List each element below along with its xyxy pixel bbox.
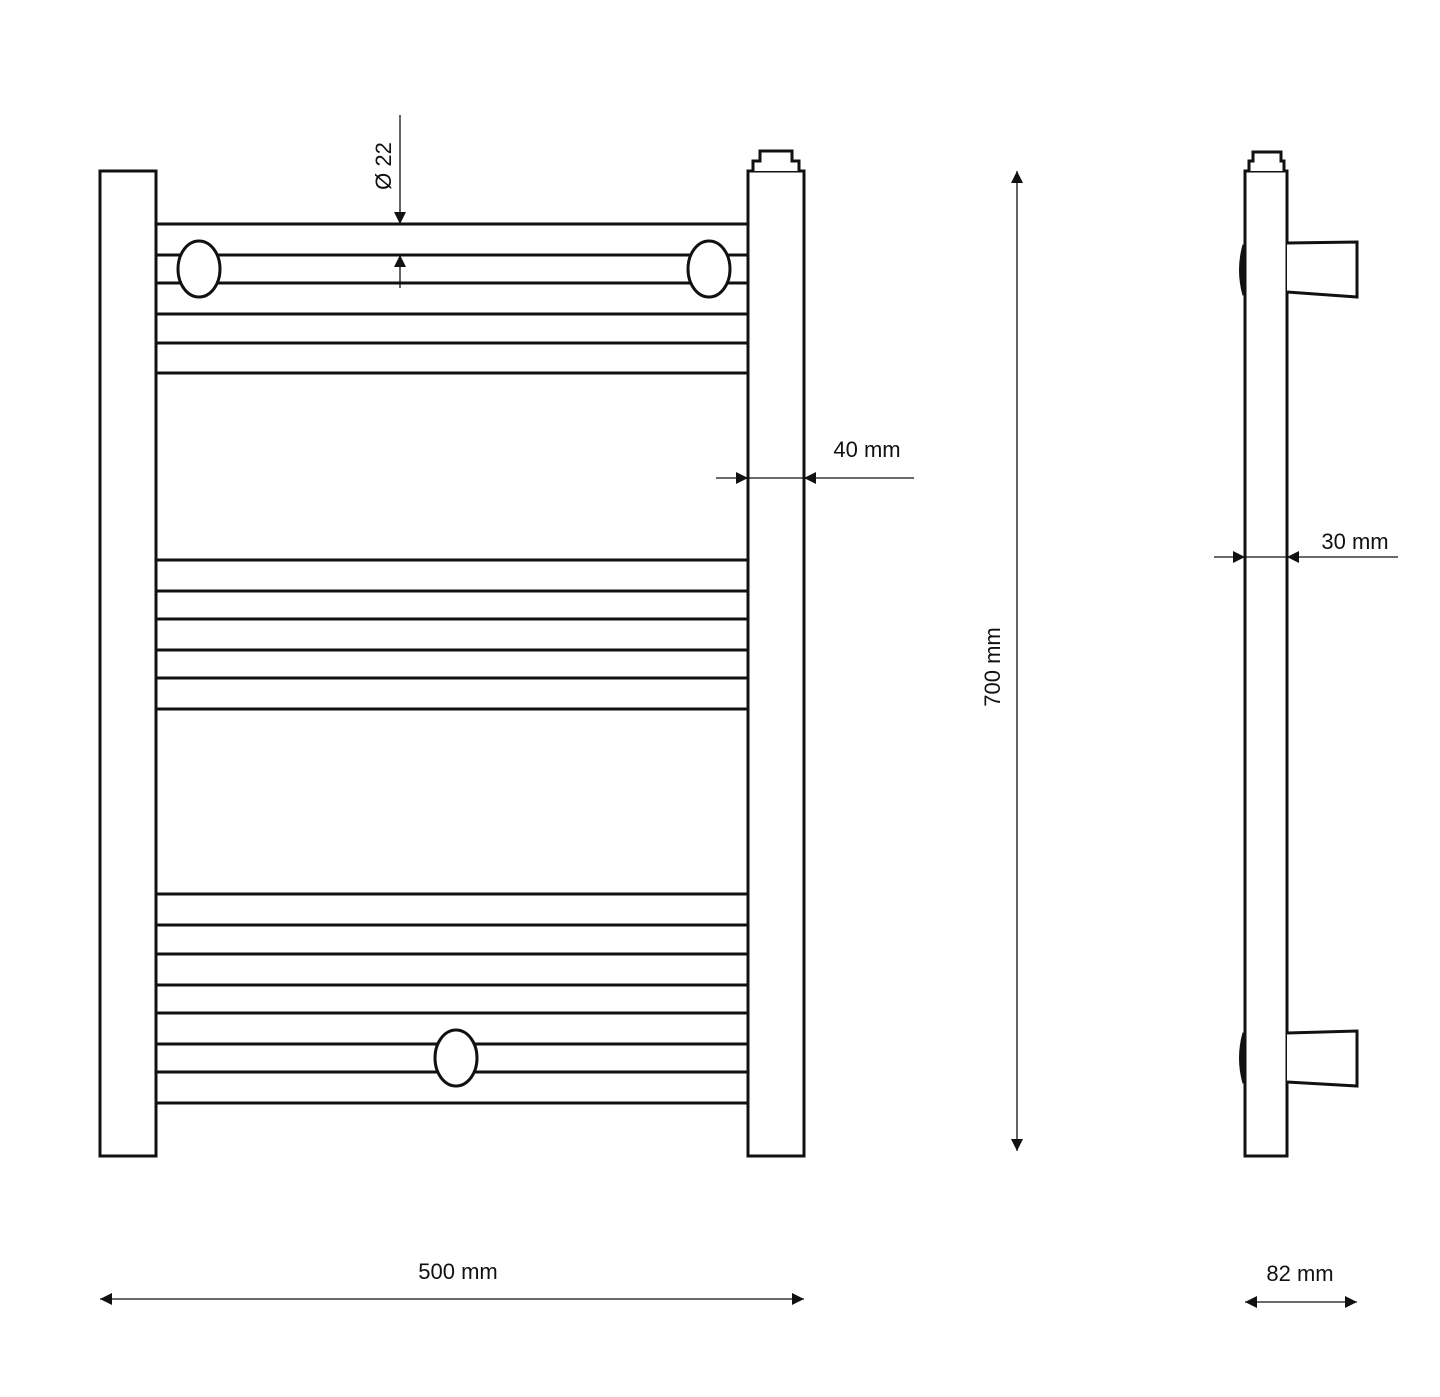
dim-side-depth: 30 mm [1214,529,1398,563]
rail [154,281,750,316]
right-column [746,169,806,1158]
total-depth-label: 82 mm [1266,1261,1333,1286]
side-bracket-bottom [1286,1029,1359,1088]
dim-column-width: 40 mm [716,437,914,484]
diameter-label: Ø 22 [371,142,396,190]
wall-mount-top-left [176,239,222,299]
column-width-label: 40 mm [833,437,900,462]
rail [154,952,750,987]
front-view [98,149,806,1158]
side-top-cap [1247,150,1286,171]
height-label: 700 mm [980,627,1005,706]
rail [154,617,750,652]
wall-mount-bottom [433,1028,479,1088]
dim-total-depth: 82 mm [1245,1261,1357,1308]
left-column [98,169,158,1158]
rail [154,222,750,257]
dim-diameter: Ø 22 [371,115,406,288]
rail [154,558,750,593]
rail [154,892,750,927]
side-view [1239,150,1359,1158]
width-label: 500 mm [418,1259,497,1284]
top-cap [751,149,801,171]
dim-width: 500 mm [100,1259,804,1305]
dim-height: 700 mm [980,171,1023,1151]
rails [154,222,750,1105]
side-bracket-top [1286,240,1359,299]
side-depth-label: 30 mm [1321,529,1388,554]
side-column [1243,169,1289,1158]
wall-mount-top-right [686,239,732,299]
rail [154,341,750,375]
rail [154,676,750,711]
